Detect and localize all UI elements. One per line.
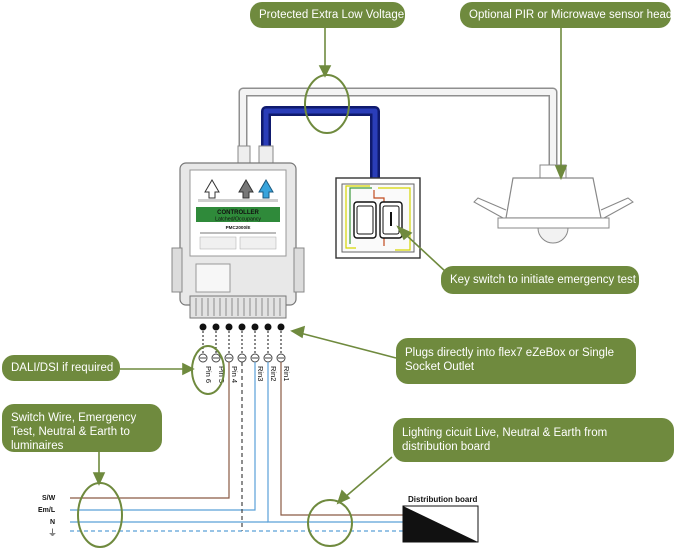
pin-label-rin3: Rin3 — [256, 366, 265, 381]
pelv-pointer-arrow — [318, 65, 332, 78]
plugs-pointer-arrow — [290, 325, 306, 339]
controller-subtitle: Latched/Occupancy — [215, 217, 261, 223]
live-wire — [280, 362, 403, 516]
distribution-board — [402, 505, 479, 543]
pelv-cable-inner — [263, 108, 378, 184]
controller: CONTROLLER Latched/Occupancy PMC2000/E — [171, 162, 305, 319]
plug-pins — [199, 323, 285, 331]
callout-lighting: Lighting cicuit Live, Neutral & Earth fr… — [393, 418, 674, 462]
arrow-icons — [198, 179, 278, 202]
highlight-circles — [77, 74, 353, 548]
lighting-highlight — [307, 499, 353, 547]
distribution-board-shading — [403, 506, 478, 542]
sensor-head-left-clip — [473, 197, 507, 219]
keyswitch-pointer-arrow — [396, 225, 413, 241]
wire-label-n: N — [50, 519, 55, 526]
callout-pointers — [92, 24, 568, 505]
sensor-connector — [237, 145, 251, 165]
arrow-text-line — [198, 199, 278, 202]
controller-link-box-2 — [239, 236, 277, 250]
field-wiring — [70, 362, 403, 532]
keyswitch-pointer — [403, 232, 447, 273]
wire-label-sw: S/W — [42, 495, 56, 502]
controller-title: CONTROLLER — [217, 210, 259, 216]
lighting-pointer — [343, 456, 393, 499]
switch-plate-inner — [341, 183, 415, 253]
plug-pin — [277, 323, 285, 331]
pin-leads — [202, 331, 282, 353]
distribution-board-label: Distribution board — [408, 495, 477, 504]
switch-wire-green — [349, 187, 372, 244]
pin-label-4: Pin 4 — [230, 366, 239, 383]
plug-pin — [238, 323, 246, 331]
arrow-up-white-icon — [204, 179, 220, 199]
switch-wire-yellow — [345, 185, 370, 249]
plug-pin — [264, 323, 272, 331]
callout-pir: Optional PIR or Microwave sensor head — [460, 2, 672, 28]
pin-label-6: Pin 6 — [204, 366, 213, 383]
controller-green-band — [196, 207, 280, 222]
arrow-up-blue-icon — [258, 179, 274, 199]
dali-highlight — [191, 345, 225, 395]
switch-wire-yellow-2 — [378, 187, 411, 251]
wire-label-em: Em/L — [38, 507, 56, 514]
key-switch-inner — [382, 205, 400, 235]
callout-switchwire: Switch Wire, Emergency Test, Neutral & E… — [2, 404, 162, 452]
pelv-highlight — [304, 74, 350, 134]
callout-plugs: Plugs directly into flex7 eZeBox or Sing… — [396, 338, 636, 384]
emergency-live-wire — [70, 362, 256, 511]
plug-pin — [212, 323, 220, 331]
sensor-head — [473, 164, 634, 244]
pin-label-5: Pin 5 — [217, 366, 226, 383]
controller-link-box-1 — [199, 236, 237, 250]
controller-plug-housing — [195, 263, 231, 293]
sensor-head-body — [505, 177, 602, 219]
earth-symbol-icon: ⏚ — [48, 528, 57, 538]
key-slot-icon — [390, 212, 392, 226]
callout-keyswitch: Key switch to initiate emergency test — [441, 266, 639, 294]
plugs-pointer — [299, 332, 397, 359]
sensor-head-right-clip — [600, 197, 634, 219]
plug-pin — [251, 323, 259, 331]
pir-pointer-arrow — [554, 165, 568, 181]
pin-label-rin2: Rin2 — [269, 366, 278, 381]
switch-rocker-left — [353, 201, 377, 239]
pelv-connector — [258, 145, 274, 165]
terminal-ridges — [195, 298, 281, 316]
switch-wire — [70, 362, 230, 499]
neutral-wire — [267, 362, 403, 523]
arrow-up-grey-icon — [238, 179, 254, 199]
controller-model: PMC2000/E — [226, 225, 251, 230]
dali-pointer-arrow — [182, 362, 195, 376]
switch-rocker-left-inner — [356, 205, 374, 235]
sensor-lens-icon — [537, 227, 569, 244]
controller-fine-print — [200, 232, 276, 234]
sensor-head-bezel — [497, 217, 610, 229]
plug-pin — [225, 323, 233, 331]
key-switch-plate — [335, 177, 421, 259]
sensor-cable — [238, 87, 558, 168]
plug-pin — [199, 323, 207, 331]
sensor-cable-inner — [240, 89, 556, 168]
switchwire-pointer-arrow — [92, 472, 106, 486]
controller-right-clip — [293, 247, 305, 293]
callout-dali: DALI/DSI if required — [2, 355, 120, 381]
controller-left-clip — [171, 247, 183, 293]
callout-pelv: Protected Extra Low Voltage — [250, 2, 405, 28]
lighting-pointer-arrow — [336, 489, 351, 505]
switchwire-highlight — [77, 482, 123, 548]
pin-label-rin1: Rin1 — [282, 366, 291, 381]
